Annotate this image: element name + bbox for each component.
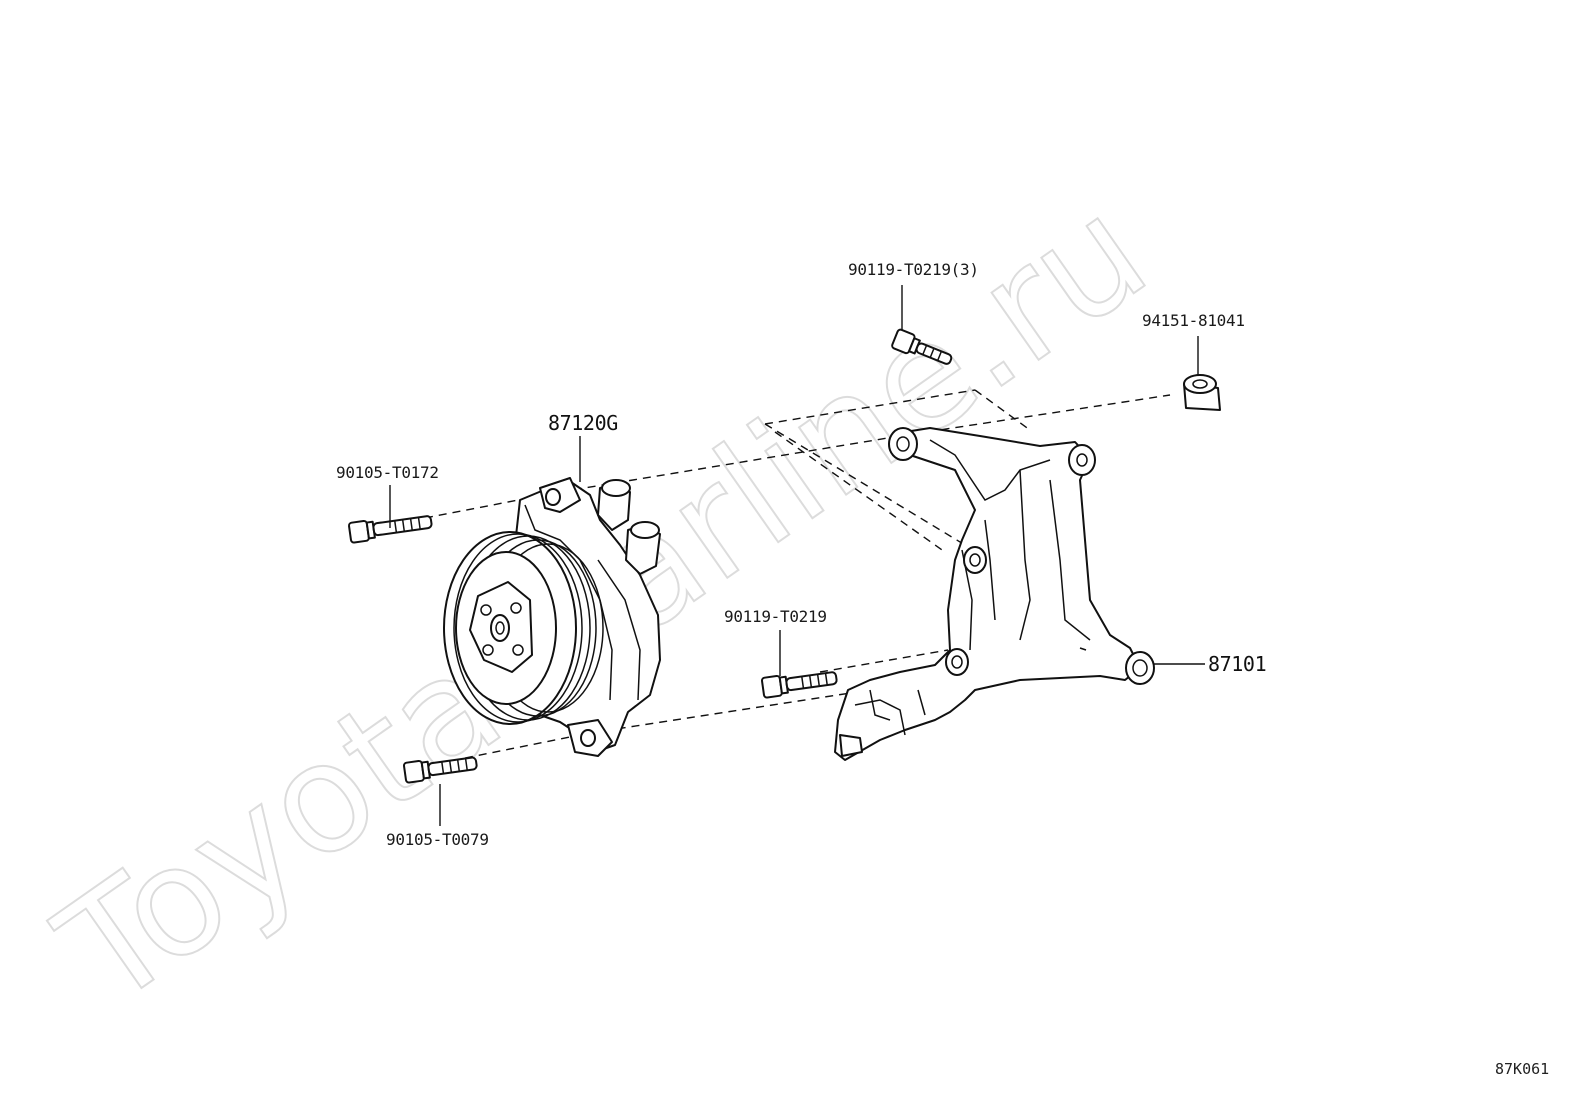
washer — [1183, 374, 1221, 411]
diagram-code: 87K061 — [1495, 1060, 1549, 1078]
callout-bracket: 87101 — [1208, 652, 1266, 676]
leader-lines — [389, 285, 1205, 826]
callout-bolt-center: 90119-T0219 — [724, 607, 827, 626]
callout-washer: 94151-81041 — [1142, 311, 1245, 330]
bolt-center — [760, 671, 838, 699]
callout-bolt-left-lower: 90105-T0079 — [386, 830, 489, 849]
callout-pump-assy: 87120G — [548, 411, 618, 435]
callout-bolt-left-upper: 90105-T0172 — [336, 463, 439, 482]
bolt-left-upper — [347, 515, 433, 544]
callout-bolt-top-3: 90119-T0219(3) — [848, 260, 979, 279]
bolt-top — [891, 328, 953, 365]
power-steering-pump — [443, 477, 661, 757]
bolt-left-lower — [402, 756, 478, 784]
pump-bracket — [834, 427, 1155, 761]
